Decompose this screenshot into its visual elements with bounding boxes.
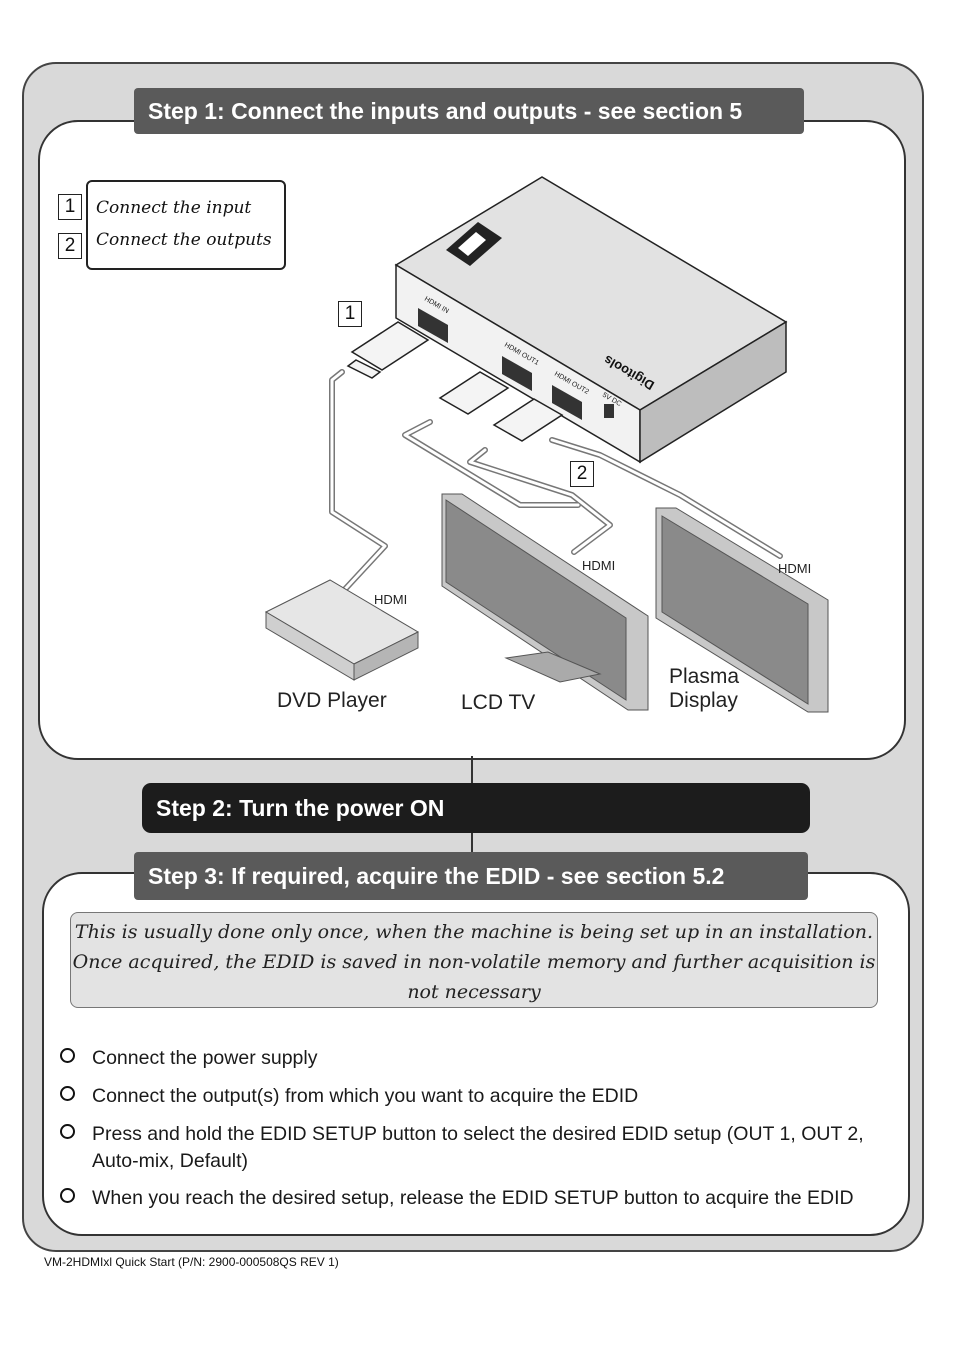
lcd-tv xyxy=(441,493,649,711)
bullet-text: Press and hold the EDID SETUP button to … xyxy=(92,1123,864,1172)
instruction-text-1: Connect the input xyxy=(96,198,252,218)
bullet-circle-icon xyxy=(60,1048,75,1063)
dvd-player xyxy=(264,579,420,681)
step3-banner: Step 3: If required, acquire the EDID - … xyxy=(134,852,808,900)
bullet-text: Connect the power supply xyxy=(92,1047,318,1069)
note-line-2: Once acquired, the EDID is saved in non-… xyxy=(72,951,876,973)
connector-line-bottom xyxy=(471,832,473,854)
bullet-circle-icon xyxy=(60,1086,75,1101)
hdmi-label-dvd: HDMI xyxy=(374,592,408,607)
hdmi-connectors xyxy=(346,321,564,442)
instruction-number-2: 2 xyxy=(58,233,82,259)
connection-diagram: HDMI IN HDMI OUT1 HDMI OUT2 5V DC Digito… xyxy=(264,176,829,713)
instruction-box: Connect the input Connect the outputs xyxy=(86,180,286,270)
footer-part-number: VM-2HDMIxl Quick Start (P/N: 2900-000508… xyxy=(44,1255,339,1269)
plasma-display xyxy=(655,507,829,713)
dvd-player-label: DVD Player xyxy=(277,689,387,712)
note-line-3: not necessary xyxy=(407,981,541,1003)
lcd-tv-label: LCD TV xyxy=(461,691,536,714)
step2-banner: Step 2: Turn the power ON xyxy=(142,783,810,833)
input-cable xyxy=(329,369,388,603)
step1-banner: Step 1: Connect the inputs and outputs -… xyxy=(134,88,804,134)
edid-note: This is usually done only once, when the… xyxy=(70,912,878,1008)
switcher-device xyxy=(394,176,788,464)
bullet-item: Press and hold the EDID SETUP button to … xyxy=(60,1121,890,1175)
instruction-number-1: 1 xyxy=(58,194,82,220)
bullet-circle-icon xyxy=(60,1188,75,1203)
bullet-circle-icon xyxy=(60,1124,75,1139)
bullet-item: When you reach the desired setup, releas… xyxy=(60,1185,890,1212)
bullet-item: Connect the power supply xyxy=(60,1045,880,1072)
bullet-item: Connect the output(s) from which you wan… xyxy=(60,1083,880,1110)
output1-cable xyxy=(402,419,581,508)
bullet-text: When you reach the desired setup, releas… xyxy=(92,1187,854,1209)
plasma-label-line2: Display xyxy=(669,689,738,712)
connector-line-top xyxy=(471,756,473,784)
callout-2: 2 xyxy=(570,461,594,487)
hdmi-label-plasma: HDMI xyxy=(778,561,812,576)
note-line-1: This is usually done only once, when the… xyxy=(74,921,874,943)
callout-1: 1 xyxy=(338,301,362,327)
hdmi-label-lcd: HDMI xyxy=(582,558,616,573)
plasma-label-line1: Plasma xyxy=(669,665,740,688)
bullet-text: Connect the output(s) from which you wan… xyxy=(92,1085,639,1107)
instruction-text-2: Connect the outputs xyxy=(96,230,272,250)
